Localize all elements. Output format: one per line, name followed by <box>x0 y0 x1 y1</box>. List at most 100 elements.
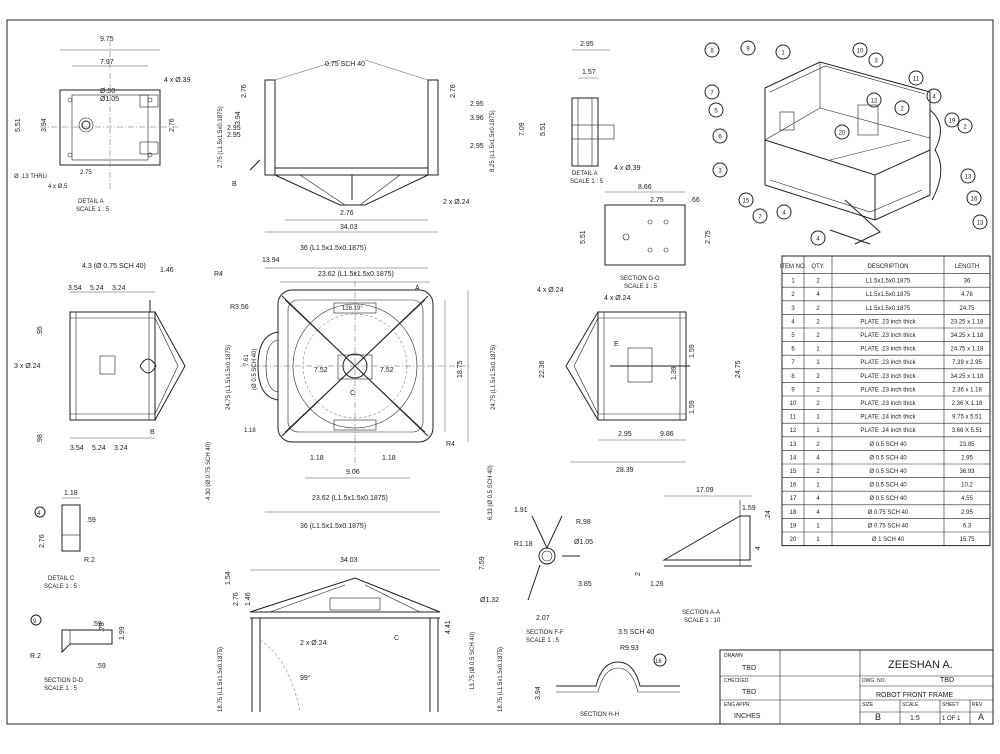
dim-w: 17.09 <box>696 487 714 494</box>
r4-label: R4 <box>214 271 223 278</box>
drawn-label: DRAWN <box>724 653 743 659</box>
dim-width-top: 9.75 <box>100 36 114 43</box>
dim-l1: 1.54 <box>225 571 232 585</box>
bom-cell: 18 <box>790 510 797 516</box>
bom-cell: L1.5x1.5x0.1875 <box>866 306 911 312</box>
bom-cell: 2 <box>816 442 820 448</box>
bom-cell: PLATE .23 inch thick <box>860 319 916 325</box>
dim-b1: 9.06 <box>346 469 360 476</box>
iso-balloon-circle <box>834 124 850 140</box>
iso-balloon-label: 3 <box>718 169 722 175</box>
dim-vr2: 18.75 <box>457 360 464 378</box>
dim-holes1: 4 x Ø.24 <box>537 287 564 294</box>
bom-cell: Ø 0.5 SCH 40 <box>869 469 907 475</box>
iso-balloon-circle <box>866 92 882 108</box>
dim-d2: 5.24 <box>90 285 104 292</box>
bom-cell: 2 <box>816 319 820 325</box>
bom-cell: 9 <box>791 387 795 393</box>
dim-inner: 128.19° <box>342 306 363 312</box>
dim-height-inner: 3.94 <box>41 118 48 132</box>
dim-h2: 24.75 <box>735 360 742 378</box>
sheet-label: SHEET <box>942 702 959 708</box>
iso-balloon-label: 13 <box>977 221 984 227</box>
bom-cell: 7 <box>791 360 795 366</box>
dim-d6: 3.85 <box>578 581 592 588</box>
dim-bottom3: 3.24 <box>114 445 128 452</box>
dim-bl2: 1.18 <box>382 455 396 462</box>
iso-balloon-label: 2 <box>963 125 967 131</box>
dim-r2: 3.96 <box>470 115 484 122</box>
iso-balloon-label: 1 <box>781 51 785 57</box>
iso-balloon-circle <box>957 118 973 134</box>
bom-cell: Ø 1 SCH 40 <box>872 537 905 543</box>
iso-balloon-circle <box>894 100 910 116</box>
bom-cell: 16 <box>790 483 797 489</box>
mark-e: E <box>614 341 619 348</box>
bom-cell: 10 <box>790 401 797 407</box>
bom-cell: 23.25 x 1.18 <box>950 319 984 325</box>
dim-w1: 2.95 <box>580 41 594 48</box>
iso-balloon-circle <box>852 42 868 58</box>
bom-cell: 24.75 <box>959 306 975 312</box>
bom-cell: 12 <box>790 428 797 434</box>
iso-balloon-circle <box>966 190 982 206</box>
bom-cell: PLATE .23 inch thick <box>860 401 916 407</box>
bom-cell: PLATE .24 inch thick <box>860 428 916 434</box>
rev-label: REV <box>972 702 983 708</box>
scale-label: SCALE <box>902 702 919 708</box>
bom-cell: PLATE .23 inch thick <box>860 374 916 380</box>
mark-c: C <box>394 635 399 642</box>
dim-d3: 4 <box>755 546 762 550</box>
iso-balloon-circle <box>908 70 924 86</box>
dim-v2: (Ø 0.5 SCH 40) <box>252 349 258 390</box>
dim-top2: 23.62 (L1.5x1.5x0.1875) <box>318 271 394 278</box>
checked-label: CHECKED <box>724 678 749 684</box>
iso-balloon-label: 10 <box>857 49 864 55</box>
dim-h3: 3.94 <box>235 111 242 125</box>
iso-balloon-label: 13 <box>965 175 972 181</box>
dim-w2: .66 <box>690 197 700 204</box>
dim-h-right: 18.75 (L1.5x1.5x0.1875) <box>498 647 504 712</box>
dim-r1: 2.95 <box>470 101 484 108</box>
author: ZEESHAN A. <box>888 659 953 671</box>
bom-cell: 1 <box>816 523 820 529</box>
scale: SCALE 1 : 5 <box>526 638 560 644</box>
bom-cell: 1 <box>816 537 820 543</box>
sheet-border <box>6 19 994 725</box>
bom-cell: 2.36 x 1.18 <box>952 387 982 393</box>
balloon: 9 <box>33 619 37 625</box>
title: DETAIL C <box>48 576 75 582</box>
dim-d2: .59 <box>86 517 96 524</box>
bom-cell: 1 <box>816 360 820 366</box>
dim-v3: 1.59 <box>689 400 696 414</box>
bom-cell: Ø 0.5 SCH 40 <box>869 483 907 489</box>
dim-h-right: .95 <box>37 326 44 336</box>
iso-balloon-label: 4 <box>816 237 820 243</box>
dim-hole-left: Ø .13 THRU <box>14 174 47 180</box>
iso-balloon-label: 12 <box>871 99 878 105</box>
iso-balloon-circle <box>752 208 768 224</box>
view-left: 4.3 (Ø 0.75 SCH 40) 3.54 5.24 3.24 1.46 … <box>14 263 186 452</box>
dim-w1: 2.75 <box>650 197 664 204</box>
detail-a-scale: SCALE 1 : 5 <box>76 207 110 213</box>
bom-cell: Ø 0.75 SCH 40 <box>868 523 909 529</box>
dim-h1: 22.36 <box>539 360 546 378</box>
checked-value: TBD <box>742 689 756 696</box>
dim-v2: 1.39 <box>671 366 678 380</box>
iso-balloon-circle <box>704 42 720 58</box>
bom-cell: 5 <box>791 333 795 339</box>
bom-cell: PLATE .23 inch thick <box>860 333 916 339</box>
scale: SCALE 1 : 5 <box>44 584 78 590</box>
bom-cell: L1.5x1.5x0.1875 <box>866 279 911 285</box>
bom-cell: 4 <box>816 455 820 461</box>
bom-cell: 36 <box>964 279 971 285</box>
dim-h2: 5.51 <box>540 122 547 136</box>
dim-holes: 3 x Ø.24 <box>14 363 41 370</box>
bom-cell: Ø 0.5 SCH 40 <box>869 496 907 502</box>
iso-balloon-circle <box>775 44 791 60</box>
iso-balloon-label: 11 <box>913 77 920 83</box>
dim-d1: .59 <box>92 621 102 628</box>
bom-cell: 2.36 X 1.18 <box>952 401 983 407</box>
